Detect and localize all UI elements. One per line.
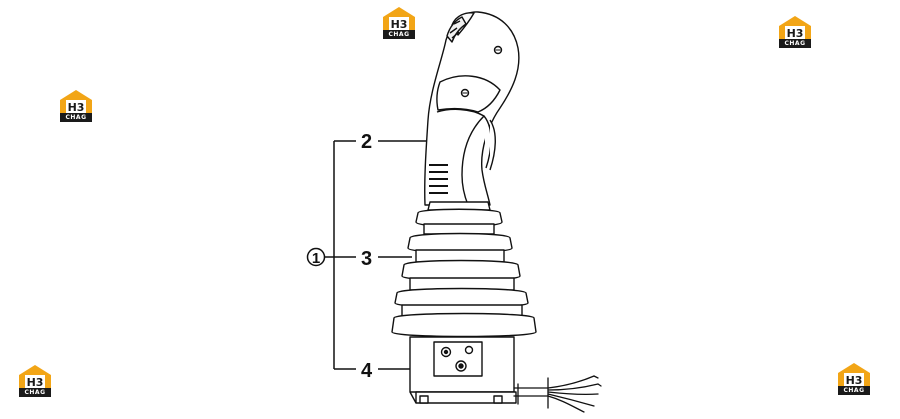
callout-4-label: 4: [361, 360, 373, 382]
callout-1-marker: 1: [306, 247, 326, 267]
house-logo-icon: H3: [383, 7, 415, 31]
watermark-tag: CHAG: [838, 386, 870, 395]
house-logo-icon: H3: [779, 16, 811, 40]
callout-3-label: 3: [361, 248, 372, 270]
base-housing: [409, 336, 517, 404]
watermark-logo: H3 CHAG: [777, 15, 813, 51]
joystick-handle: [424, 11, 520, 211]
watermark-logo: H3 CHAG: [381, 6, 417, 42]
house-logo-icon: H3: [19, 365, 51, 389]
svg-text:H3: H3: [846, 374, 863, 387]
callout-1-label: 1: [312, 250, 320, 267]
watermark-tag: CHAG: [779, 39, 811, 48]
svg-text:H3: H3: [27, 376, 44, 389]
watermark-tag: CHAG: [383, 30, 415, 39]
watermark-logo: H3 CHAG: [17, 364, 53, 400]
house-logo-icon: H3: [60, 90, 92, 114]
cable-wires: [513, 375, 602, 413]
svg-text:H3: H3: [787, 27, 804, 40]
watermark-logo: H3 CHAG: [836, 362, 872, 398]
svg-text:H3: H3: [68, 101, 85, 114]
rubber-boot: [391, 208, 537, 338]
watermark-tag: CHAG: [19, 388, 51, 397]
watermark-logo: H3 CHAG: [58, 89, 94, 125]
callout-2-label: 2: [361, 131, 372, 153]
svg-text:H3: H3: [391, 18, 408, 31]
watermark-tag: CHAG: [60, 113, 92, 122]
house-logo-icon: H3: [838, 363, 870, 387]
callout-lines: [324, 140, 428, 370]
